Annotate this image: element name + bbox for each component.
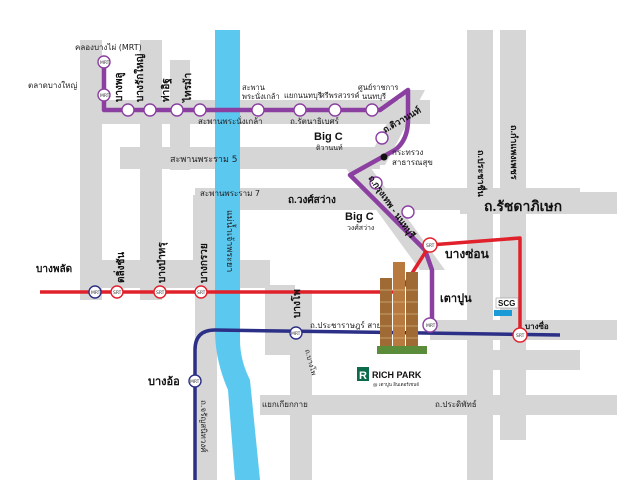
station-bang-bamru[interactable]: [153, 285, 167, 299]
station-bang-phlu[interactable]: [121, 103, 135, 117]
station-bang-o[interactable]: [188, 374, 202, 388]
station-yaek-nonthaburi[interactable]: [293, 103, 307, 117]
label-phra-nang-klao-station: สะพานพระนั่งเกล้า: [242, 83, 280, 101]
label-big-c-tiwanon: Big C: [314, 131, 343, 143]
label-rama7-bridge: สะพานพระราม 7: [200, 189, 260, 198]
svg-text:SRT: SRT: [426, 243, 435, 249]
svg-text:MRT: MRT: [100, 93, 110, 99]
svg-text:SCG: SCG: [498, 299, 515, 308]
label-prachachuen: ถ.ประชาชื่น: [476, 150, 488, 198]
svg-text:SRT: SRT: [113, 290, 122, 296]
station-phra-nang-klao[interactable]: [251, 103, 265, 117]
label-bang-bamru: บางบำหรุ: [156, 242, 168, 283]
label-bang-pho: บางโพ: [290, 289, 303, 318]
label-yaek-nonthaburi: แยกนนทบุรี: [284, 91, 322, 100]
station-talad-bang-yai[interactable]: [97, 88, 111, 102]
svg-text:R: R: [359, 370, 367, 382]
label-big-c-wongsawang: Big C: [345, 211, 374, 223]
label-bang-son: บางซ่อน: [445, 247, 490, 261]
label-taling-chan: ตลิ่งชัน: [113, 252, 127, 283]
label-bang-kruai: บางกรวย: [199, 243, 210, 283]
svg-text:SRT: SRT: [197, 290, 206, 296]
scg-logo: SCG: [494, 297, 519, 316]
river-label: แม่น้ำเจ้าพระยา: [224, 210, 237, 272]
station-bang-kruai[interactable]: [194, 285, 208, 299]
label-tha-it: ท่าอิฐ: [160, 78, 172, 102]
station-taling-chan[interactable]: [110, 285, 124, 299]
label-bang-sue: บางซื่อ: [525, 320, 549, 331]
label-rattanathibet: ถ.รัตนาธิเบศร์: [290, 116, 340, 126]
label-ministry: กระทรวงสาธารณสุข: [392, 148, 433, 167]
label-kamphaeng-phet: ถ.กำแพงเพชร: [509, 125, 519, 180]
station-klong-bang-phai[interactable]: [97, 55, 111, 69]
label-tao-poon: เตาปูน: [440, 292, 472, 306]
label-phra-nang-klao-bridge: สะพานพระนั่งเกล้า: [198, 115, 263, 126]
project-sub: @ เตาปูน อินเตอร์เชนจ์: [373, 381, 419, 388]
label-big-c-tiwanon-sub: ติวานนท์: [316, 144, 343, 152]
station-tiwanon[interactable]: [375, 131, 389, 145]
label-yaek-kiakkai: แยกเกียกกาย: [262, 400, 308, 409]
svg-text:SRT: SRT: [516, 333, 525, 339]
station-sri-phonsawan[interactable]: [328, 103, 342, 117]
label-charan-sanitwong: ถ.จรัญสนิทวงศ์: [199, 400, 209, 452]
label-nonthaburi-civic: ศูนย์ราชการนนทบุรี: [358, 83, 398, 101]
label-pracharat-sai2: ถ.ประชาราษฎร์ สาย 2: [310, 320, 389, 330]
blue-line: [193, 328, 561, 480]
station-bang-sue-red[interactable]: [512, 327, 528, 343]
label-bang-rak-yai: บางรักใหญ่: [133, 53, 146, 102]
project-name: RICH PARK: [372, 370, 422, 380]
chao-phraya-river: [215, 30, 260, 480]
station-nonthaburi-civic[interactable]: [365, 103, 379, 117]
rich-park-logo: R RICH PARK @ เตาปูน อินเตอร์เชนจ์: [355, 362, 437, 388]
station-tags: MRT MRT MRT MRT MRT MRT SRT SRT SRT SRT …: [91, 60, 525, 385]
label-bang-phlu: บางพลู: [114, 72, 126, 102]
svg-text:MRT: MRT: [91, 290, 101, 296]
station-tao-poon-purple[interactable]: [422, 317, 438, 333]
label-sri-phonsawan: ศรีพรสวรรค์: [320, 91, 360, 100]
svg-text:MRT: MRT: [291, 331, 301, 337]
purple-line: [101, 60, 435, 320]
svg-text:MRT: MRT: [426, 323, 436, 329]
label-wongsawang: ถ.วงศ์สว่าง: [288, 194, 336, 206]
label-bang-o: บางอ้อ: [148, 375, 180, 388]
station-tha-it[interactable]: [170, 103, 184, 117]
svg-text:SRT: SRT: [156, 290, 165, 296]
station-krungthep-nonthaburi[interactable]: [401, 205, 415, 219]
station-bang-phlat[interactable]: [88, 285, 102, 299]
label-big-c-wongsawang-sub: วงศ์สว่าง: [347, 224, 374, 232]
condominium-tower-icon: [377, 262, 427, 354]
svg-text:MRT: MRT: [100, 60, 110, 66]
station-markers: [88, 55, 528, 388]
station-bang-rak-yai[interactable]: [143, 103, 157, 117]
label-ratchadaphisek: ถ.รัชดาภิเษก: [484, 198, 562, 214]
station-wongsawang[interactable]: [369, 176, 383, 190]
label-bang-phlat: บางพลัด: [36, 263, 72, 275]
station-bang-son[interactable]: [422, 237, 438, 253]
station-sai-ma[interactable]: [193, 103, 207, 117]
svg-text:MRT: MRT: [190, 379, 200, 385]
label-pradiphat: ถ.ประดิพัทธ์: [435, 399, 477, 409]
station-bang-pho[interactable]: [289, 326, 303, 340]
landmark-icon: [380, 153, 388, 161]
road-network: [80, 30, 617, 480]
label-sai-ma: ไทรม้า: [181, 73, 194, 103]
label-rama5-bridge: สะพานพระราม 5: [170, 155, 237, 165]
label-klong-bang-phai: คลองบางไผ่ (MRT): [75, 43, 142, 52]
label-talad-bang-yai: ตลาดบางใหญ่: [28, 81, 77, 90]
